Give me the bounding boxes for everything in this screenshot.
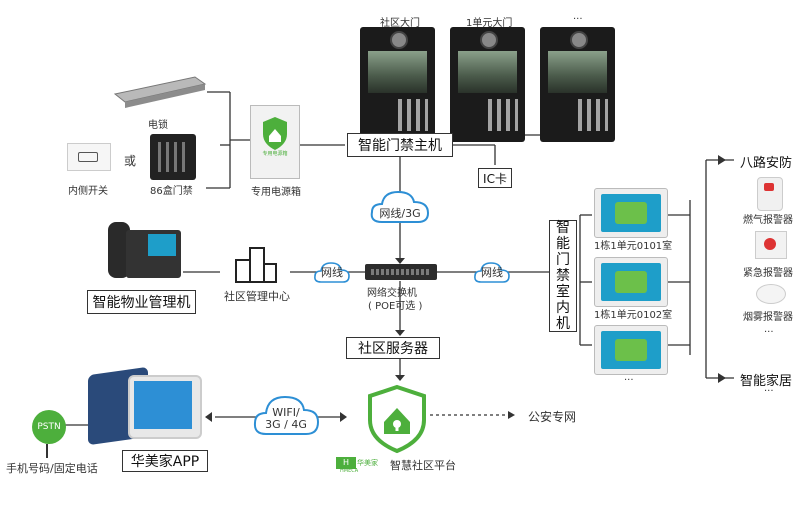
- exit-button-icon: [67, 143, 111, 171]
- indoor-unit-box: 智能门禁室内机: [549, 220, 577, 332]
- brand-name: 华美家: [357, 458, 378, 467]
- property-terminal-icon: [108, 222, 183, 282]
- security-item-label: 烟雾报警器: [743, 312, 793, 323]
- wifi-cloud-label: WIFI/ 3G / 4G: [265, 406, 307, 431]
- switch-label: 网络交换机: [367, 288, 417, 299]
- phones-illustration: [78, 365, 218, 446]
- power-box-icon: 专用电源箱: [250, 105, 300, 179]
- indoor-monitor: [594, 325, 668, 375]
- keypad-86-icon: [150, 134, 196, 180]
- door-station-panel: [450, 27, 525, 142]
- cloud-icon: [370, 190, 430, 223]
- brand-en: HMECA: [340, 468, 359, 474]
- indoor-monitor: [594, 188, 668, 238]
- platform-brand: H 华美家: [336, 456, 378, 470]
- cloud-icon: [314, 262, 350, 283]
- network-switch-icon: [365, 264, 437, 280]
- indoor-room-label: 1栋1单元0102室: [594, 310, 673, 321]
- door-station-panel: [360, 27, 435, 142]
- pstn-badge: PSTN: [32, 410, 66, 444]
- door-station-label: 社区大门: [380, 18, 420, 29]
- public-network-label: 公安专网: [528, 410, 577, 424]
- property-terminal-box: 智能物业管理机: [87, 290, 196, 314]
- buildings-icon: [235, 247, 277, 283]
- server-box: 社区服务器: [346, 337, 440, 359]
- shield-icon: [263, 117, 287, 150]
- security-item-label: 紧急报警器: [743, 268, 793, 279]
- door-station-label: 1单元大门: [466, 18, 513, 29]
- smoke-alarm-icon: [756, 284, 786, 304]
- exit-button-label: 内侧开关: [68, 186, 108, 197]
- platform-shield-icon: [368, 384, 426, 454]
- indoor-room-label: ···: [624, 375, 634, 386]
- smart-home-more: ···: [764, 386, 774, 397]
- door-station-label: ···: [573, 14, 583, 25]
- indoor-room-label: 1栋1单元0101室: [594, 241, 673, 252]
- gas-alarm-icon: [757, 177, 783, 211]
- electric-lock-icon: [113, 76, 207, 108]
- phone-number-label: 手机号码/固定电话: [6, 462, 98, 475]
- cloud-icon: [474, 262, 510, 283]
- power-box-sign: 专用电源箱: [262, 151, 288, 157]
- security-title: 八路安防: [740, 156, 793, 171]
- app-box: 华美家APP: [122, 450, 208, 472]
- emergency-alarm-icon: [755, 231, 787, 259]
- door-station-panel: [540, 27, 615, 142]
- cloud-left-label: 网线: [321, 266, 343, 279]
- pstn-connector: [46, 444, 48, 458]
- brand-logo-icon: H: [336, 457, 356, 469]
- power-box-label: 专用电源箱: [251, 187, 301, 198]
- smart-home-title: 智能家居: [740, 374, 793, 389]
- cloud-top-label: 网线/3G: [379, 207, 421, 220]
- or-text: 或: [124, 154, 137, 168]
- switch-sub-label: ( POE可选 ): [368, 301, 423, 312]
- cloud-right-label: 网线: [481, 266, 503, 279]
- indoor-monitor: [594, 257, 668, 307]
- main-host-box: 智能门禁主机: [347, 133, 453, 157]
- electric-lock-label: 电锁: [148, 120, 168, 131]
- security-item-label: 燃气报警器: [743, 215, 793, 226]
- cloud-icon: [253, 395, 320, 435]
- ic-card-box: IC卡: [478, 168, 512, 188]
- management-center-label: 社区管理中心: [224, 290, 290, 303]
- security-item-label: ···: [764, 327, 774, 338]
- keypad-86-label: 86盒门禁: [150, 186, 193, 197]
- platform-name: 智慧社区平台: [390, 459, 456, 472]
